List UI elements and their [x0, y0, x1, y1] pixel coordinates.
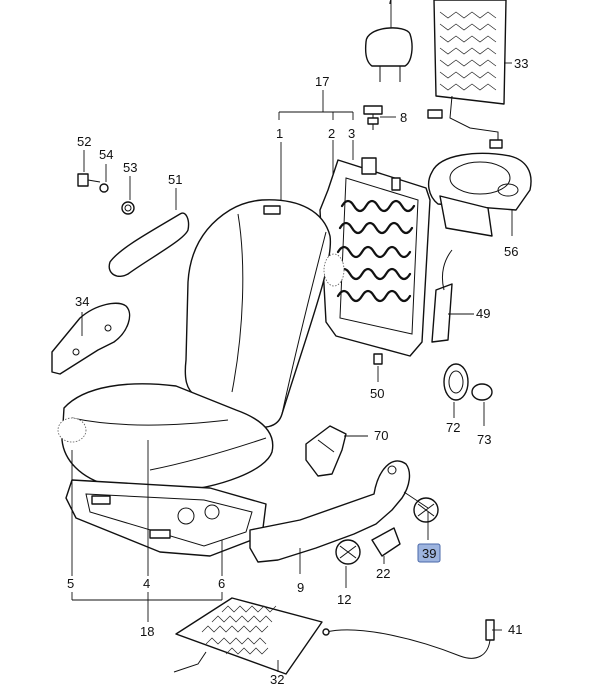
callout-33: 33	[514, 56, 528, 71]
callout-41: 41	[508, 622, 522, 637]
callout-56: 56	[504, 244, 518, 259]
callout-8: 8	[400, 110, 407, 125]
callout-5: 5	[67, 576, 74, 591]
back-tray-part	[427, 152, 532, 237]
callout-1: 1	[276, 126, 283, 141]
knob-parts	[335, 491, 439, 588]
round-cover-parts	[443, 363, 493, 426]
headrest-part	[364, 0, 413, 82]
backrest-frame-part	[319, 157, 431, 357]
callout-73: 73	[477, 432, 491, 447]
callout-70: 70	[374, 428, 388, 443]
callout-39: 39	[422, 546, 436, 561]
seat-heater-mat-part	[173, 597, 323, 675]
callout-54: 54	[99, 147, 113, 162]
callout-50: 50	[370, 386, 384, 401]
callout-3: 3	[348, 126, 355, 141]
callout-32: 32	[270, 672, 284, 685]
callout-labels: 7 33 17 8 1 2 3 52 54 53 51 56 34 49 50 …	[67, 0, 528, 685]
side-cover-part	[51, 302, 131, 375]
backrest-springs	[336, 199, 416, 303]
nut-part	[373, 353, 383, 382]
callout-53: 53	[123, 160, 137, 175]
callout-49: 49	[476, 306, 490, 321]
callout-52: 52	[77, 134, 91, 149]
callout-51: 51	[168, 172, 182, 187]
highlight-marker	[417, 543, 441, 563]
callout-2: 2	[328, 126, 335, 141]
callout-6: 6	[218, 576, 225, 591]
fastener-parts	[77, 150, 135, 215]
backrest-cushion-part	[184, 199, 345, 428]
callout-22: 22	[376, 566, 390, 581]
callout-34: 34	[75, 294, 89, 309]
armrest-part	[108, 188, 190, 278]
seat-cushion-part	[57, 383, 274, 493]
side-shield-part	[249, 460, 411, 574]
cable-part	[322, 619, 502, 659]
headrest-guide-part	[363, 105, 396, 130]
callout-9: 9	[297, 580, 304, 595]
callout-17: 17	[315, 74, 329, 89]
seat-pan-part	[65, 479, 267, 557]
callout-7: 7	[387, 0, 394, 7]
callout-4: 4	[143, 576, 150, 591]
lumbar-adjuster-part	[431, 249, 474, 343]
callout-72: 72	[446, 420, 460, 435]
side-bracket-part	[305, 425, 368, 477]
callout-12: 12	[337, 592, 351, 607]
seat-heater-pad-part	[427, 0, 512, 149]
callout-18: 18	[140, 624, 154, 639]
seat-group-bracket	[71, 440, 223, 622]
